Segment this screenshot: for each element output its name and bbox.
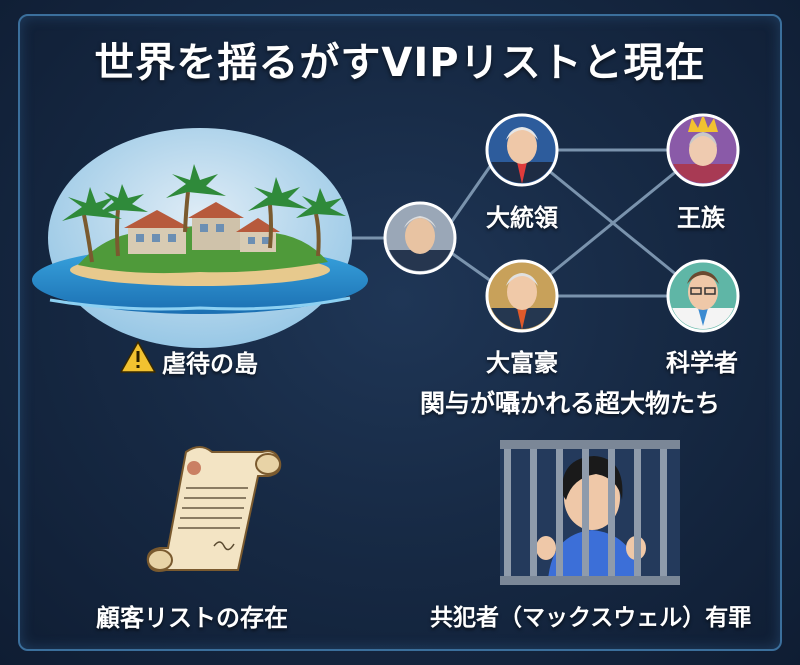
island-illustration	[32, 128, 368, 348]
tycoon-portrait-icon	[485, 259, 559, 333]
tycoon-label: 大富豪	[486, 349, 558, 377]
president-portrait-icon	[485, 113, 559, 187]
scroll-icon	[146, 446, 282, 572]
scientist-portrait-icon	[666, 259, 740, 333]
president-label: 大統領	[486, 204, 558, 232]
man-portrait-icon	[383, 201, 457, 275]
queen-portrait-icon	[666, 113, 740, 187]
client-list-label: 顧客リストの存在	[96, 604, 288, 632]
prisoner-behind-bars-icon	[500, 440, 680, 585]
scientist-label: 科学者	[666, 349, 738, 377]
page-title: 世界を揺るがすVIPリストと現在	[94, 40, 706, 86]
frame-border	[18, 14, 782, 651]
accomplice-label: 共犯者（マックスウェル）有罪	[430, 605, 752, 631]
network-caption: 関与が囁かれる超大物たち	[420, 389, 721, 418]
warning-triangle-icon	[120, 341, 156, 373]
island-label: 虐待の島	[162, 350, 258, 378]
network-connectors	[352, 148, 679, 298]
royalty-label: 王族	[677, 204, 725, 232]
